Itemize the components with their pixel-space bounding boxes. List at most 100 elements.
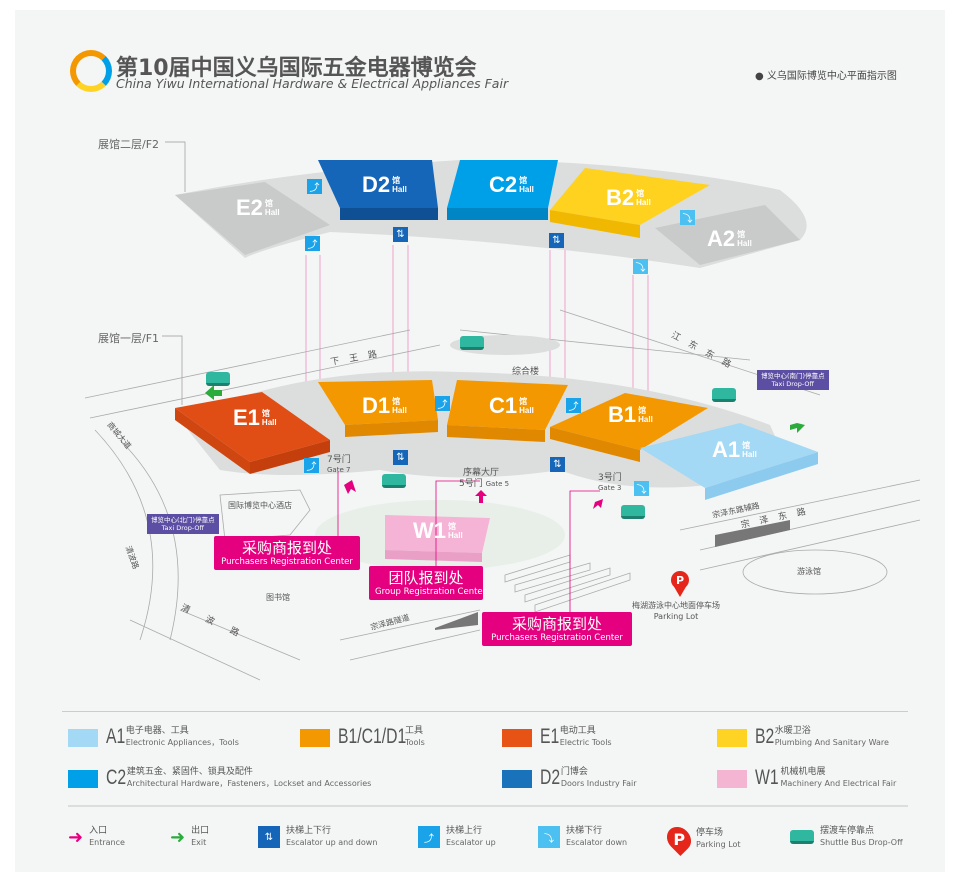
legend-code: W1 xyxy=(755,766,779,789)
parking-pin-icon: P xyxy=(671,571,689,597)
legend-cn: 电动工具 xyxy=(559,726,596,736)
legend-divider-top xyxy=(62,711,908,712)
hall-c2 xyxy=(447,160,558,208)
legend-code: A1 xyxy=(106,725,126,748)
map-caption-text: 义乌国际博览中心平面指示图 xyxy=(766,71,897,82)
floor-label-f1: 展馆一层/F1 xyxy=(98,332,160,345)
escalator-up-down-icon: ⇅ xyxy=(549,233,564,248)
hall-e2 xyxy=(175,182,330,255)
escalator-up-icon: ⤴ xyxy=(305,236,320,251)
legend-cn: 门博会 xyxy=(560,767,588,777)
legend-swatch xyxy=(68,770,98,788)
symbol-en: Parking Lot xyxy=(696,840,741,849)
escalator-down-icon: ⤵ xyxy=(680,210,695,225)
escalator-up-icon: ⤴ xyxy=(304,458,319,473)
escalator-down-icon: ⤵ xyxy=(634,481,649,496)
symbol-cn: 扶梯上行 xyxy=(446,826,483,836)
exit-arrow-icon: ➜ xyxy=(170,826,186,848)
legend-code: B2 xyxy=(755,725,775,748)
hall-label-xumu: 序幕大厅 xyxy=(463,468,500,478)
shuttle-bus-icon xyxy=(382,474,406,488)
entrance-arrows xyxy=(344,480,603,509)
legend-code: C2 xyxy=(106,766,127,789)
shuttle-bus-icon xyxy=(712,388,736,402)
legend-swatch xyxy=(502,729,532,747)
legend-cn: 建筑五金、紧固件、锁具及配件 xyxy=(126,767,253,777)
escalator-up-down-icon: ⇅ xyxy=(550,457,565,472)
symbol-en: Shuttle Bus Drop-Off xyxy=(820,838,903,847)
escalator-up-icon: ⤴ xyxy=(307,179,322,194)
hall-a2 xyxy=(655,205,800,265)
exit-arrow-icon xyxy=(205,385,222,400)
escalator-down-icon: ⤵ xyxy=(538,826,560,848)
legend-item: B2 水暖卫浴 Plumbing And Sanitary Ware xyxy=(755,725,889,749)
entrance-arrow-icon xyxy=(475,490,487,503)
symbol-cn: 扶梯下行 xyxy=(566,826,603,836)
legend-item: D2 门博会 Doors Industry Fair xyxy=(540,766,637,790)
exit-arrow-icon xyxy=(790,423,805,433)
hall-a1 xyxy=(640,423,818,488)
fair-logo xyxy=(70,50,112,92)
hall-b1 xyxy=(550,393,708,450)
symbol-item: ⇅ 扶梯上下行 Escalator up and down xyxy=(258,826,377,848)
symbol-cn: 扶梯上下行 xyxy=(286,826,332,836)
legend-item: C2 建筑五金、紧固件、锁具及配件 Architectural Hardware，… xyxy=(106,766,371,790)
parking-structure xyxy=(504,554,631,613)
escalator-up-down-icon: ⇅ xyxy=(393,227,408,242)
escalator-up-icon: ⤴ xyxy=(435,396,450,411)
hotel-label: 国际博览中心酒店 xyxy=(228,501,292,510)
legend-swatch xyxy=(502,770,532,788)
symbol-en: Exit xyxy=(191,838,207,847)
escalator-up-down-icon: ⇅ xyxy=(258,826,280,848)
hall-d2 xyxy=(318,160,438,208)
floor-label-f2: 展馆二层/F2 xyxy=(98,138,160,151)
hall-c1 xyxy=(447,380,568,430)
building-label-zonghe: 综合楼 xyxy=(512,367,540,377)
page-subtitle: China Yiwu International Hardware & Elec… xyxy=(116,76,509,91)
legend-swatch xyxy=(717,729,747,747)
legend-code: D2 xyxy=(540,766,561,789)
legend-code: B1/C1/D1 xyxy=(338,725,407,748)
entrance-arrow-icon xyxy=(593,499,603,509)
f2-leader-line xyxy=(165,141,186,192)
gate-7-en: Gate 7 xyxy=(327,466,351,474)
legend-en: Architectural Hardware，Fasteners，Lockset… xyxy=(126,779,372,788)
shuttle-bus-icon xyxy=(621,505,645,519)
shuttle-bus-icon xyxy=(206,372,230,386)
legend-en: Tools xyxy=(405,738,425,747)
symbol-item: 摆渡车停靠点 Shuttle Bus Drop-Off xyxy=(790,826,903,848)
legend-en: Doors Industry Fair xyxy=(560,779,637,788)
legend-cn: 水暖卫浴 xyxy=(774,726,811,736)
legend-en: Plumbing And Sanitary Ware xyxy=(774,738,889,747)
registration-leaders xyxy=(337,472,600,612)
symbol-cn: 摆渡车停靠点 xyxy=(820,826,875,836)
legend-cn: 工具 xyxy=(405,726,424,736)
legend-cn: 电子电器、工具 xyxy=(125,726,189,736)
parking-pin-icon: P xyxy=(662,822,696,856)
entrance-arrow-icon xyxy=(344,480,356,494)
symbol-en: Escalator up and down xyxy=(286,838,378,847)
